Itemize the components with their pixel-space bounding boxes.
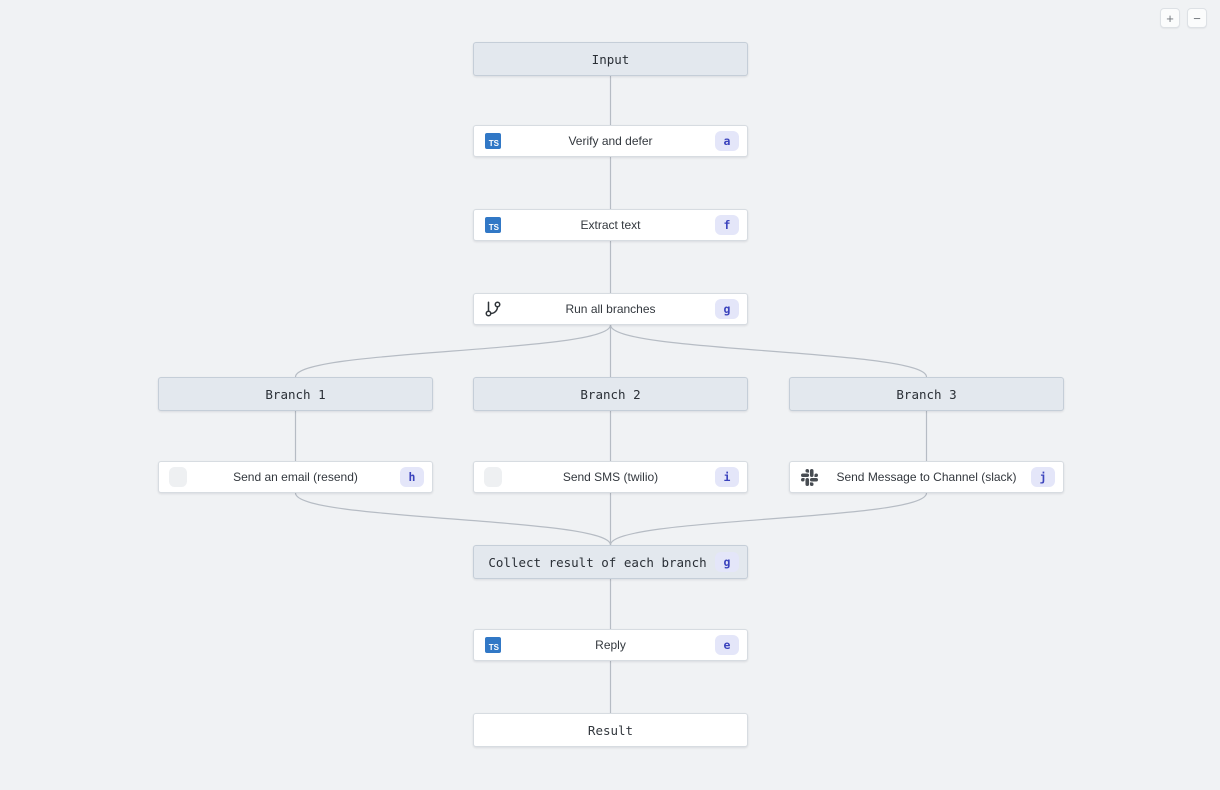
- node-result[interactable]: Result: [473, 713, 748, 747]
- node-label: Reply: [595, 638, 626, 652]
- git-branch-icon: [484, 300, 502, 318]
- edge: [294, 492, 612, 546]
- zoom-out-button[interactable]: −: [1187, 8, 1207, 28]
- shortcut-badge: h: [400, 467, 424, 487]
- node-label: Verify and defer: [568, 134, 653, 148]
- shortcut-badge: e: [715, 635, 739, 655]
- node-send-sms-twilio[interactable]: Send SMS (twilio) i: [473, 461, 748, 493]
- resend-icon: [169, 467, 187, 487]
- node-collect-result[interactable]: Collect result of each branch g: [473, 545, 748, 579]
- shortcut-badge: g: [715, 299, 739, 319]
- typescript-icon: TS: [484, 132, 502, 150]
- node-label: Branch 3: [896, 386, 957, 402]
- typescript-icon: TS: [484, 216, 502, 234]
- node-branch-1[interactable]: Branch 1: [158, 377, 433, 411]
- node-label: Send an email (resend): [233, 470, 358, 484]
- node-label: Input: [591, 51, 630, 67]
- edge: [294, 324, 612, 378]
- shortcut-badge: f: [715, 215, 739, 235]
- node-label: Branch 2: [580, 386, 641, 402]
- shortcut-badge: g: [715, 552, 739, 572]
- zoom-controls: + −: [1160, 8, 1207, 28]
- shortcut-badge: i: [715, 467, 739, 487]
- node-label: Send SMS (twilio): [562, 470, 659, 484]
- node-label: Branch 1: [265, 386, 326, 402]
- node-branch-3[interactable]: Branch 3: [789, 377, 1064, 411]
- node-verify-and-defer[interactable]: TS Verify and defer a: [473, 125, 748, 157]
- twilio-icon: [484, 467, 502, 487]
- node-send-email-resend[interactable]: Send an email (resend) h: [158, 461, 433, 493]
- node-label: Send Message to Channel (slack): [836, 470, 1017, 484]
- node-branch-2[interactable]: Branch 2: [473, 377, 748, 411]
- shortcut-badge: j: [1031, 467, 1055, 487]
- typescript-icon: TS: [484, 636, 502, 654]
- node-label: Run all branches: [565, 302, 656, 316]
- zoom-in-button[interactable]: +: [1160, 8, 1180, 28]
- node-run-all-branches[interactable]: Run all branches g: [473, 293, 748, 325]
- node-label: Result: [587, 722, 634, 738]
- edge: [609, 324, 928, 378]
- node-send-message-slack[interactable]: Send Message to Channel (slack) j: [789, 461, 1064, 493]
- node-reply[interactable]: TS Reply e: [473, 629, 748, 661]
- node-label: Extract text: [580, 218, 641, 232]
- shortcut-badge: a: [715, 131, 739, 151]
- edge: [609, 492, 928, 546]
- node-extract-text[interactable]: TS Extract text f: [473, 209, 748, 241]
- node-input[interactable]: Input: [473, 42, 748, 76]
- node-label: Collect result of each branch: [488, 554, 707, 570]
